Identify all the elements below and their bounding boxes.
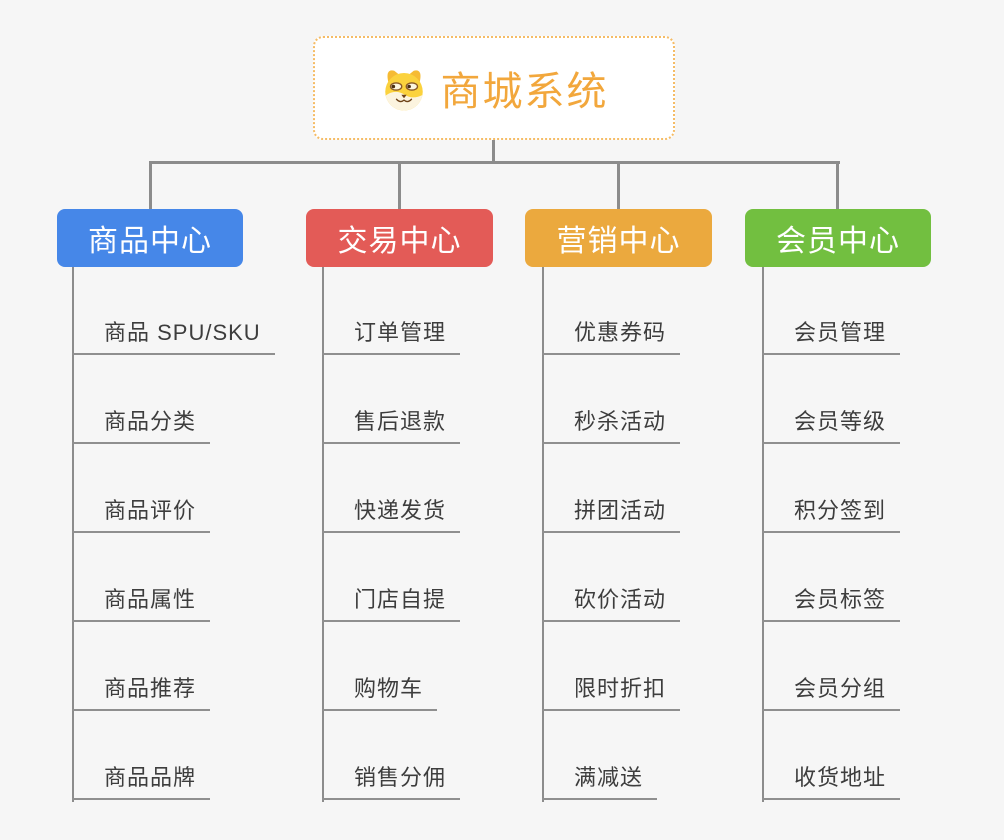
topic-store-pickup[interactable]: 门店自提 bbox=[322, 587, 461, 623]
connector-root-stem bbox=[492, 140, 495, 164]
topic-after-sales-refund[interactable]: 售后退款 bbox=[322, 409, 461, 445]
connector-marketing-trunk bbox=[542, 267, 544, 802]
topic-product-review[interactable]: 商品评价 bbox=[72, 498, 211, 534]
topic-product-attribute[interactable]: 商品属性 bbox=[72, 587, 211, 623]
connector-horizontal-bar bbox=[149, 161, 840, 164]
connector-drop-marketing bbox=[617, 161, 620, 209]
topic-group-buy[interactable]: 拼团活动 bbox=[542, 498, 681, 534]
topic-product-brand[interactable]: 商品品牌 bbox=[72, 765, 211, 801]
topic-member-level[interactable]: 会员等级 bbox=[762, 409, 901, 445]
root-topic[interactable]: 商城系统 bbox=[313, 36, 675, 140]
connector-drop-trade bbox=[398, 161, 401, 209]
topic-shopping-cart[interactable]: 购物车 bbox=[322, 676, 438, 712]
branch-node-trade-center[interactable]: 交易中心 bbox=[306, 209, 493, 267]
connector-product-trunk bbox=[72, 267, 74, 802]
connector-member-trunk bbox=[762, 267, 764, 802]
topic-member-group[interactable]: 会员分组 bbox=[762, 676, 901, 712]
connector-drop-product bbox=[149, 161, 152, 209]
topic-member-tag[interactable]: 会员标签 bbox=[762, 587, 901, 623]
topic-product-recommend[interactable]: 商品推荐 bbox=[72, 676, 211, 712]
topic-sales-commission[interactable]: 销售分佣 bbox=[322, 765, 461, 801]
topic-coupon-code[interactable]: 优惠券码 bbox=[542, 320, 681, 356]
topic-member-management[interactable]: 会员管理 bbox=[762, 320, 901, 356]
topic-shipping-address[interactable]: 收货地址 bbox=[762, 765, 901, 801]
connector-trade-trunk bbox=[322, 267, 324, 802]
dog-face-icon bbox=[380, 64, 428, 112]
branch-node-marketing-center[interactable]: 营销中心 bbox=[525, 209, 712, 267]
topic-product-spu-sku[interactable]: 商品 SPU/SKU bbox=[72, 320, 275, 356]
connector-drop-member bbox=[836, 161, 839, 209]
root-topic-title: 商城系统 bbox=[440, 70, 609, 114]
topic-express-delivery[interactable]: 快递发货 bbox=[322, 498, 461, 534]
topic-limited-time-discount[interactable]: 限时折扣 bbox=[542, 676, 681, 712]
branch-node-member-center[interactable]: 会员中心 bbox=[745, 209, 931, 267]
topic-points-checkin[interactable]: 积分签到 bbox=[762, 498, 901, 534]
topic-bargain-activity[interactable]: 砍价活动 bbox=[542, 587, 681, 623]
topic-flash-sale[interactable]: 秒杀活动 bbox=[542, 409, 681, 445]
branch-node-product-center[interactable]: 商品中心 bbox=[57, 209, 243, 267]
topic-full-reduction[interactable]: 满减送 bbox=[542, 765, 658, 801]
topic-order-management[interactable]: 订单管理 bbox=[322, 320, 461, 356]
topic-product-category[interactable]: 商品分类 bbox=[72, 409, 211, 445]
